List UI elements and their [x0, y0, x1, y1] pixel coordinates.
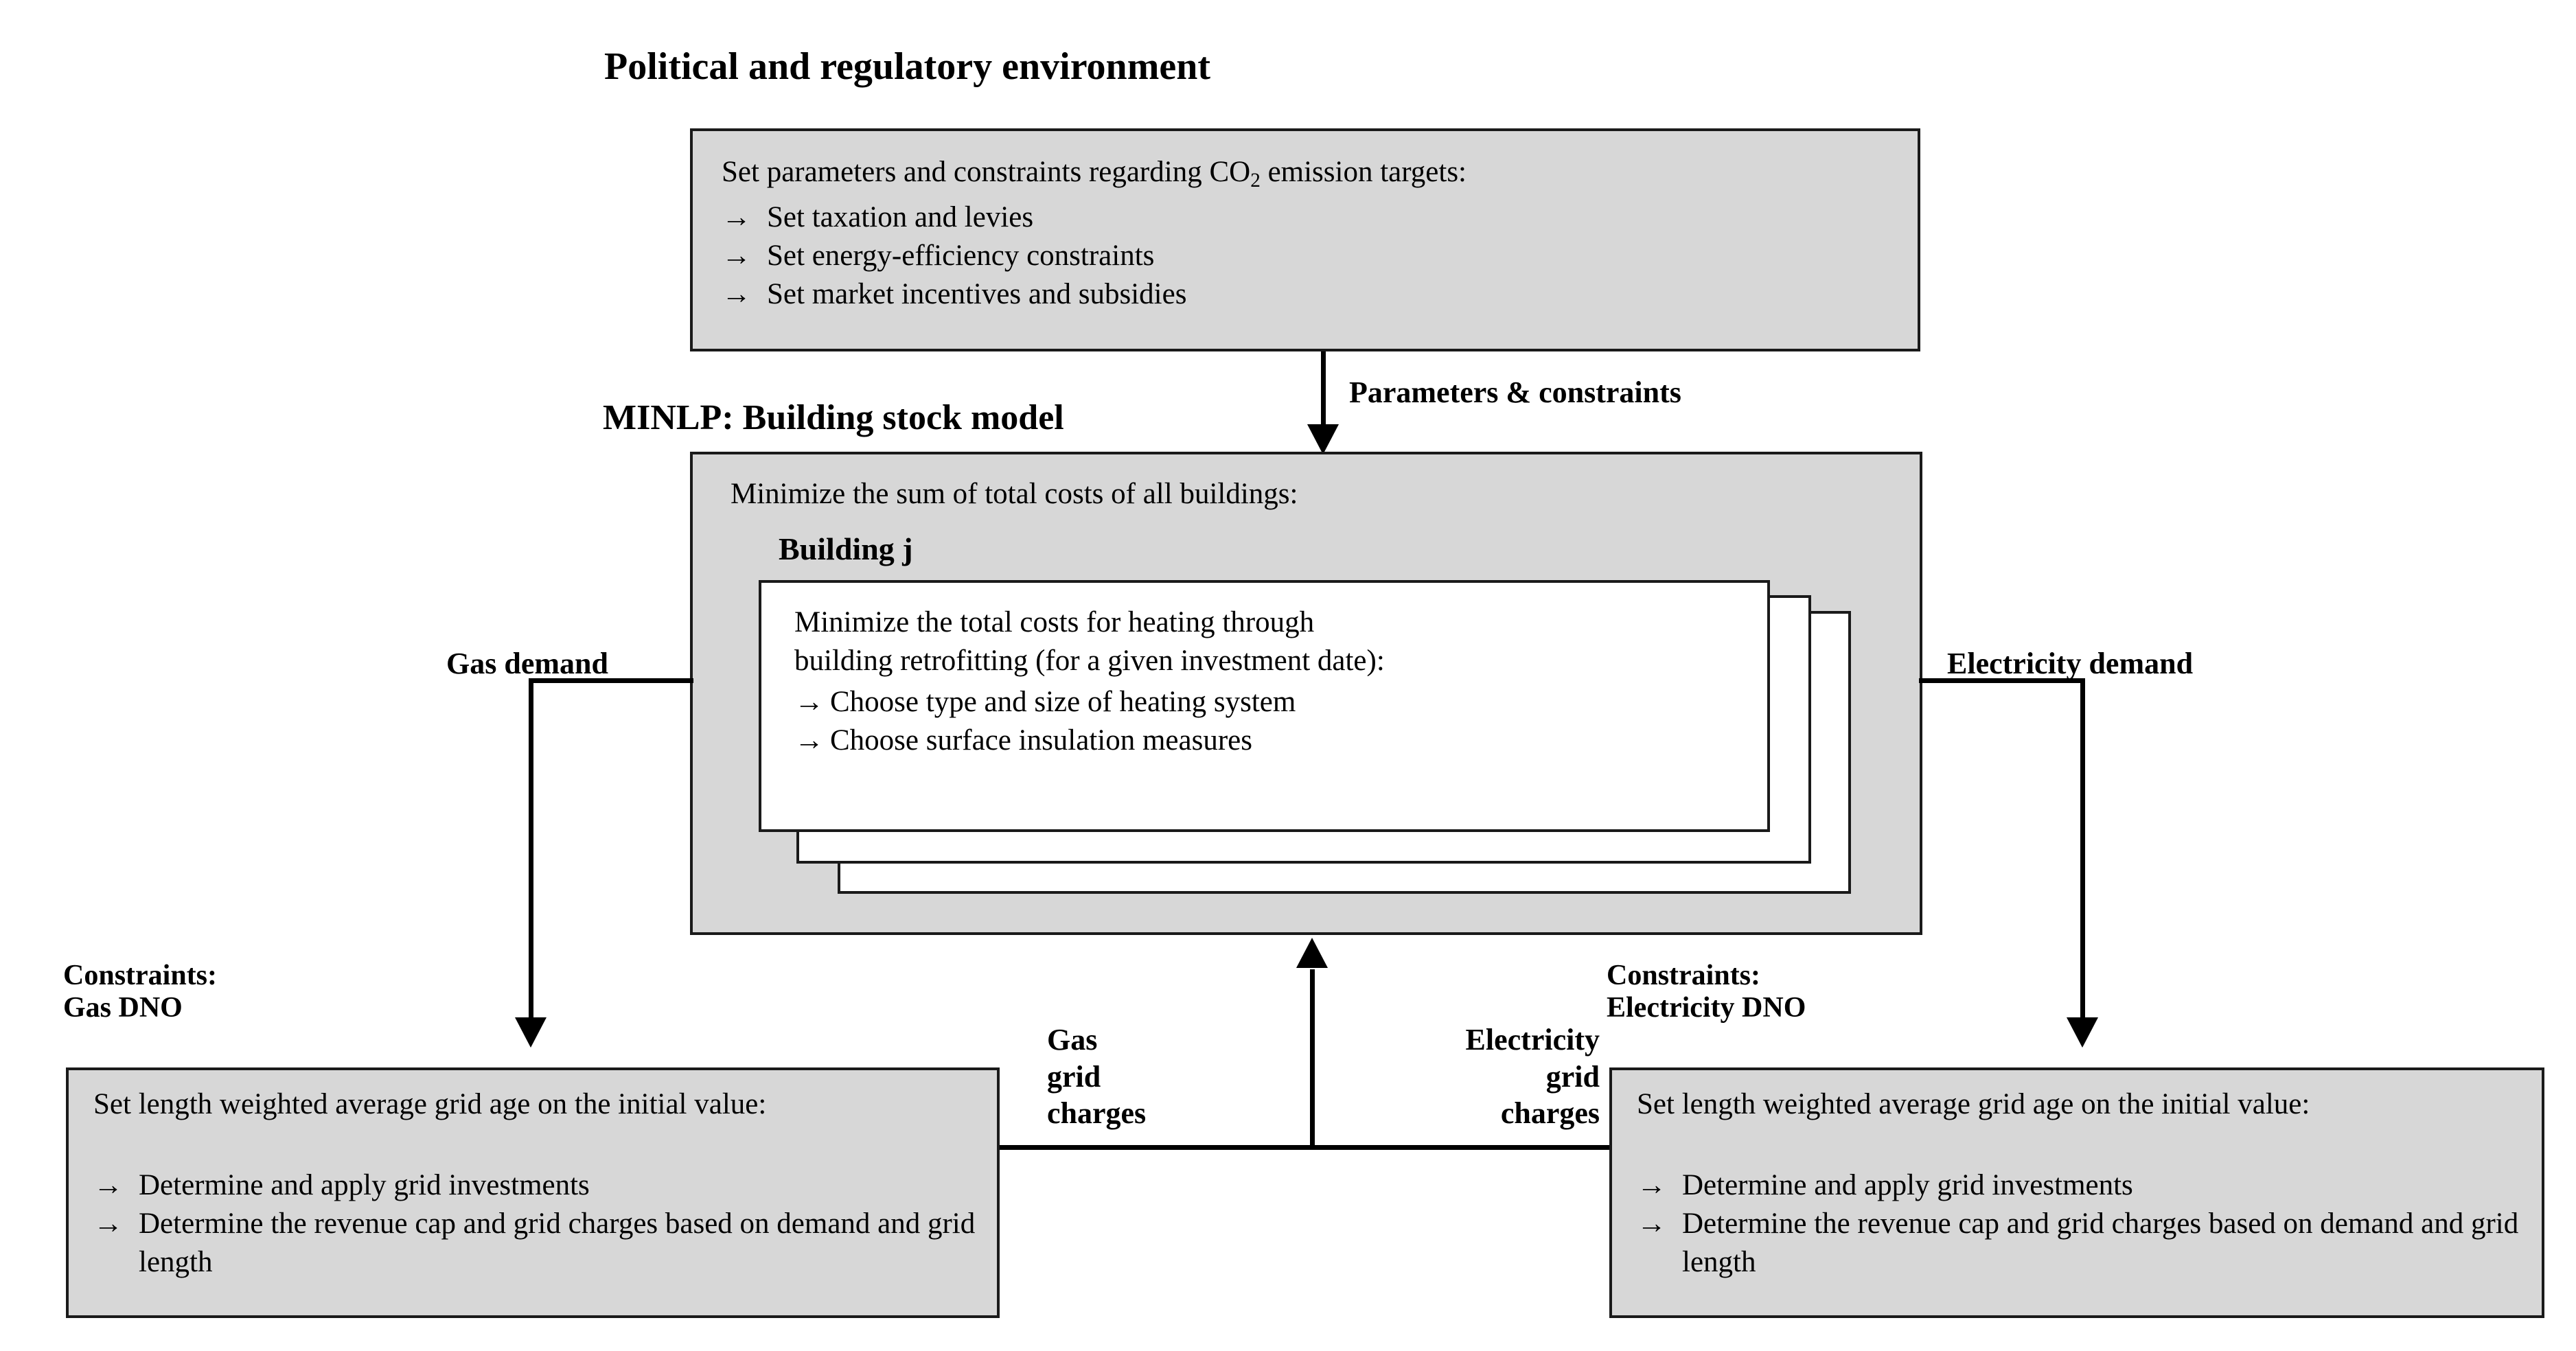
edge-policy-to-minlp-arrowhead — [1307, 424, 1339, 454]
policy-bullet-list: → Set taxation and levies → Set energy-e… — [722, 198, 1889, 314]
policy-bullet-1: → Set energy-efficiency constraints — [722, 237, 1889, 275]
policy-bullet-label: Set taxation and levies — [767, 201, 1034, 233]
arrow-right-icon: → — [1637, 1207, 1666, 1240]
policy-box: Set parameters and constraints regarding… — [690, 128, 1920, 351]
electricity-dno-box: Set length weighted average grid age on … — [1609, 1067, 2544, 1318]
edge-label-electricity-demand: Electricity demand — [1947, 647, 2194, 680]
policy-intro-subscript: 2 — [1250, 170, 1261, 192]
electricity-dno-bullet-1: → Determine the revenue cap and grid cha… — [1637, 1205, 2521, 1282]
gas-dno-intro: Set length weighted average grid age on … — [93, 1088, 767, 1120]
policy-bullet-label: Set energy-efficiency constraints — [767, 239, 1155, 272]
edge-electricity-demand-arrowhead — [2067, 1017, 2098, 1048]
electricity-dno-intro: Set length weighted average grid age on … — [1637, 1088, 2310, 1120]
arrow-right-icon: → — [1637, 1169, 1666, 1201]
gas-dno-bullet-label: Determine the revenue cap and grid charg… — [139, 1207, 976, 1278]
edge-label-electricity-grid-charges: Electricity grid charges — [1465, 1023, 1600, 1131]
electricity-dno-bullet-label: Determine the revenue cap and grid charg… — [1682, 1207, 2519, 1278]
arrow-right-icon: → — [93, 1207, 123, 1240]
edge-label-gas-grid-charges: Gas grid charges — [1047, 1023, 1147, 1131]
policy-bullet-0: → Set taxation and levies — [722, 198, 1889, 237]
policy-intro-post: emission targets: — [1260, 156, 1467, 188]
minlp-objective: Minimize the sum of total costs of all b… — [731, 478, 1298, 510]
edge-electricity-demand-vertical — [2080, 678, 2085, 1021]
building-card-bullet-1: → Choose surface insulation measures — [794, 721, 1735, 760]
gas-dno-box: Set length weighted average grid age on … — [66, 1067, 1000, 1318]
gas-dno-bullet-1: → Determine the revenue cap and grid cha… — [93, 1205, 976, 1282]
edge-label-parameters-constraints: Parameters & constraints — [1349, 376, 1681, 409]
edge-label-gas-demand: Gas demand — [446, 647, 608, 680]
edge-grid-charges-horizontal — [997, 1145, 1683, 1150]
arrow-right-icon: → — [794, 724, 824, 757]
arrow-right-icon: → — [722, 277, 751, 310]
arrow-right-icon: → — [93, 1169, 123, 1201]
electricity-dno-bullet-0: → Determine and apply grid investments — [1637, 1166, 2521, 1205]
edge-electricity-demand-horizontal — [1919, 678, 2085, 683]
electricity-dno-bullet-list: → Determine and apply grid investments →… — [1637, 1166, 2521, 1282]
edge-gas-demand-horizontal — [529, 678, 693, 683]
electricity-dno-bullet-label: Determine and apply grid investments — [1682, 1169, 2133, 1201]
gas-dno-bullet-0: → Determine and apply grid investments — [93, 1166, 976, 1205]
building-card-layer-1: Minimize the total costs for heating thr… — [759, 580, 1770, 832]
building-card-bullet-label: Choose surface insulation measures — [830, 724, 1252, 757]
edge-policy-to-minlp-line — [1321, 351, 1326, 428]
building-card-bullet-0: → Choose type and size of heating system — [794, 683, 1735, 721]
gas-dno-bullet-label: Determine and apply grid investments — [139, 1169, 590, 1201]
policy-intro: Set parameters and constraints regarding… — [722, 153, 1889, 194]
arrow-right-icon: → — [722, 239, 751, 272]
heading-constraints-electricity-dno: Constraints: Electricity DNO — [1607, 960, 1806, 1024]
heading-constraints-gas-dno: Constraints: Gas DNO — [63, 960, 218, 1024]
edge-grid-charges-arrowhead — [1296, 938, 1328, 968]
arrow-right-icon: → — [794, 686, 824, 718]
policy-intro-pre: Set parameters and constraints regarding… — [722, 156, 1251, 188]
building-card-bullet-label: Choose type and size of heating system — [830, 686, 1296, 718]
building-card-bullet-list: → Choose type and size of heating system… — [794, 683, 1735, 760]
policy-bullet-label: Set market incentives and subsidies — [767, 277, 1187, 310]
gas-dno-bullet-list: → Determine and apply grid investments →… — [93, 1166, 976, 1282]
edge-grid-charges-vertical — [1310, 969, 1315, 1148]
heading-building-j: Building j — [779, 531, 913, 566]
heading-minlp-building-stock-model: MINLP: Building stock model — [603, 398, 1064, 437]
building-card-line-1: Minimize the total costs for heating thr… — [794, 606, 1315, 638]
edge-gas-demand-vertical — [529, 678, 533, 1021]
policy-bullet-2: → Set market incentives and subsidies — [722, 275, 1889, 314]
edge-gas-demand-arrowhead — [515, 1017, 547, 1048]
arrow-right-icon: → — [722, 201, 751, 233]
heading-political-environment: Political and regulatory environment — [604, 45, 1210, 88]
building-card-line-2: building retrofitting (for a given inves… — [794, 645, 1385, 677]
